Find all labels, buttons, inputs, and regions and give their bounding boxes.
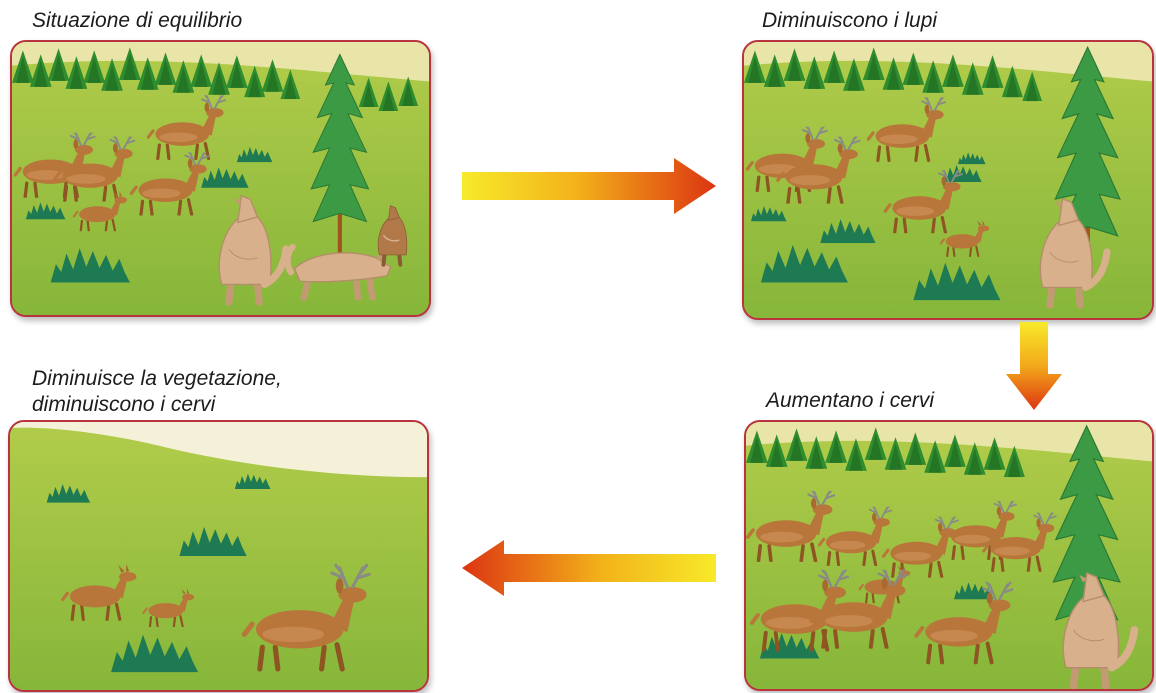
caption-less-vegetation-line1: Diminuisce la vegetazione, — [32, 366, 282, 391]
scene-equilibrium — [12, 42, 429, 315]
flow-arrow-down-icon — [1006, 322, 1062, 410]
caption-less-vegetation-line2: diminuiscono i cervi — [32, 392, 215, 417]
panel-more-deer — [744, 420, 1154, 691]
flow-arrow-icon — [462, 158, 716, 214]
caption-more-deer: Aumentano i cervi — [766, 388, 934, 413]
scene-less-vegetation — [10, 422, 427, 690]
panel-less-vegetation — [8, 420, 429, 692]
panel-equilibrium — [10, 40, 431, 317]
caption-fewer-wolves: Diminuiscono i lupi — [762, 8, 937, 33]
scene-fewer-wolves — [744, 42, 1152, 318]
scene-more-deer — [746, 422, 1152, 689]
flow-arrow-left-icon — [462, 540, 716, 596]
caption-equilibrium: Situazione di equilibrio — [32, 8, 242, 33]
panel-fewer-wolves — [742, 40, 1154, 320]
